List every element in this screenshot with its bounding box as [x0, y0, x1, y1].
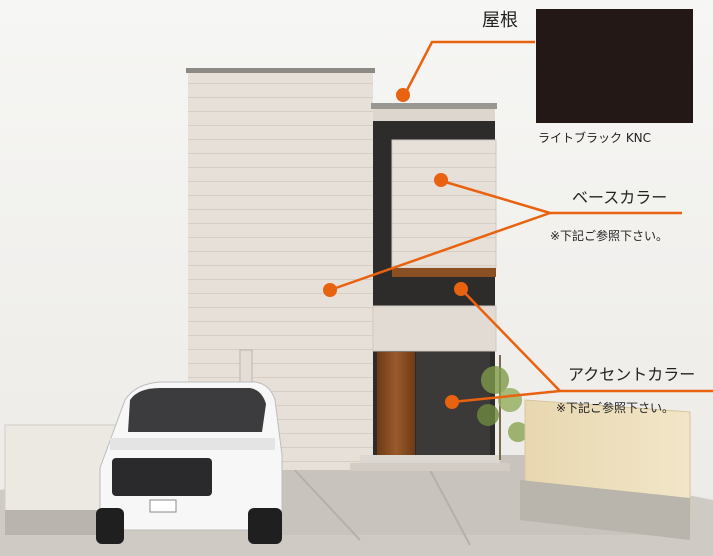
base-color-label: ベースカラー	[572, 188, 668, 207]
tree-foliage	[477, 404, 499, 426]
middle-band	[372, 305, 497, 352]
paving-line	[289, 464, 361, 541]
accent-color-label: アクセントカラー	[568, 365, 696, 384]
tree-foliage	[481, 366, 509, 394]
roof-edge	[371, 103, 497, 109]
base-color-callout	[323, 173, 682, 297]
tall-block-roof-edge	[186, 68, 375, 73]
wood-soffit	[392, 268, 496, 277]
upper-fascia	[373, 109, 495, 121]
car	[96, 381, 283, 544]
projecting-box	[391, 139, 497, 269]
roof-color-swatch	[536, 9, 693, 123]
tree-foliage	[508, 422, 528, 442]
accent-color-callout	[445, 282, 713, 409]
tree-foliage	[498, 388, 522, 412]
wood-door	[377, 352, 415, 462]
roof-callout	[396, 40, 535, 102]
roof-label: 屋根	[482, 10, 518, 31]
step	[350, 463, 510, 471]
fence-base-wall	[520, 480, 690, 540]
accent-color-note: ※下記ご参照下さい。	[556, 401, 675, 415]
roof-swatch-name: ライトブラック KNC	[538, 131, 652, 145]
step	[360, 455, 500, 463]
paving-line	[429, 469, 471, 546]
base-color-note: ※下記ご参照下さい。	[550, 229, 669, 243]
